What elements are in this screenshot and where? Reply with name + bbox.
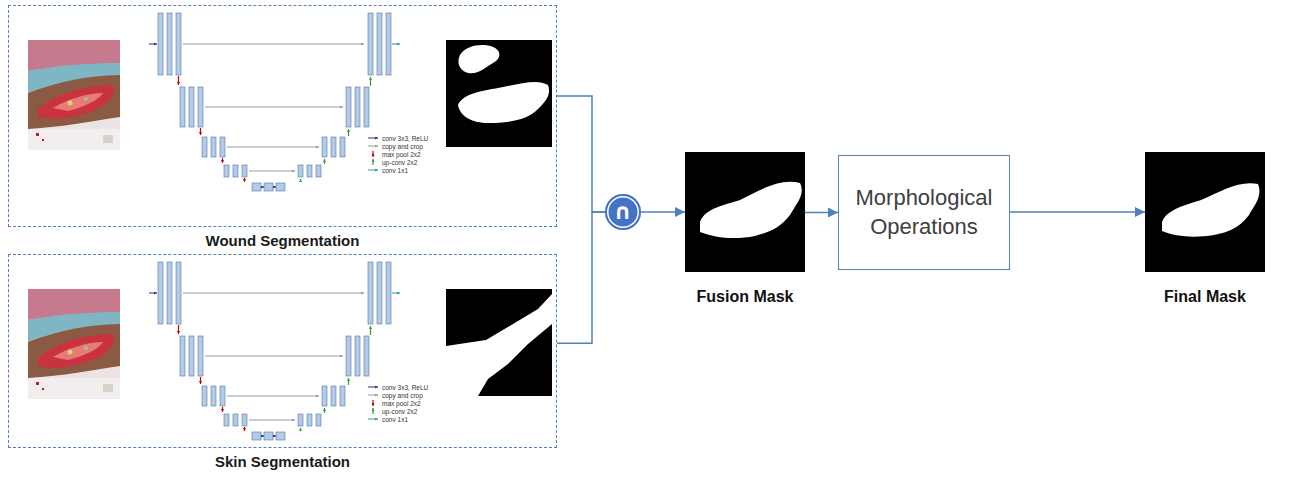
final-mask-image	[1145, 152, 1265, 272]
legend-text: up-conv 2x2	[382, 408, 417, 415]
legend-text: up-conv 2x2	[382, 159, 417, 166]
node-label: Skin Segmentation	[9, 453, 556, 470]
skin-mask	[446, 289, 552, 396]
fusion-mask-image	[685, 152, 805, 272]
legend-text: max pool 2x2	[382, 400, 421, 407]
legend-text: conv 3x3, ReLU	[382, 135, 428, 142]
mask-image: Final Mask	[1145, 152, 1265, 272]
process-box: Morphological Operations	[838, 155, 1010, 270]
node-label: Morphological Operations	[847, 184, 1001, 241]
node-label: ∩	[614, 201, 632, 223]
wound-mask	[446, 40, 552, 147]
unet-architecture	[149, 262, 400, 440]
segmentation-panel: Skin Segmentation	[8, 254, 557, 448]
intersection-operator: ∩	[605, 194, 641, 230]
wound-panel-art	[28, 13, 552, 191]
legend-text: conv 1x1	[382, 167, 408, 174]
node-label: Final Mask	[1164, 288, 1246, 306]
legend-text: copy and crop	[382, 392, 423, 399]
connector	[557, 212, 605, 343]
legend-text: conv 1x1	[382, 416, 408, 423]
connector	[1010, 211, 1145, 213]
node-label: Wound Segmentation	[9, 232, 556, 249]
mask-image: Fusion Mask	[685, 152, 805, 272]
connector	[805, 212, 838, 214]
legend-text: max pool 2x2	[382, 151, 421, 158]
connector	[557, 96, 605, 212]
skin-panel-art	[28, 262, 552, 440]
input-photo	[28, 289, 120, 399]
input-photo	[28, 40, 120, 150]
unet-architecture	[149, 13, 400, 191]
legend-text: conv 3x3, ReLU	[382, 384, 428, 391]
legend-text: copy and crop	[382, 143, 423, 150]
connector	[641, 211, 685, 213]
segmentation-panel: Wound Segmentation	[8, 5, 557, 227]
node-label: Fusion Mask	[697, 288, 794, 306]
